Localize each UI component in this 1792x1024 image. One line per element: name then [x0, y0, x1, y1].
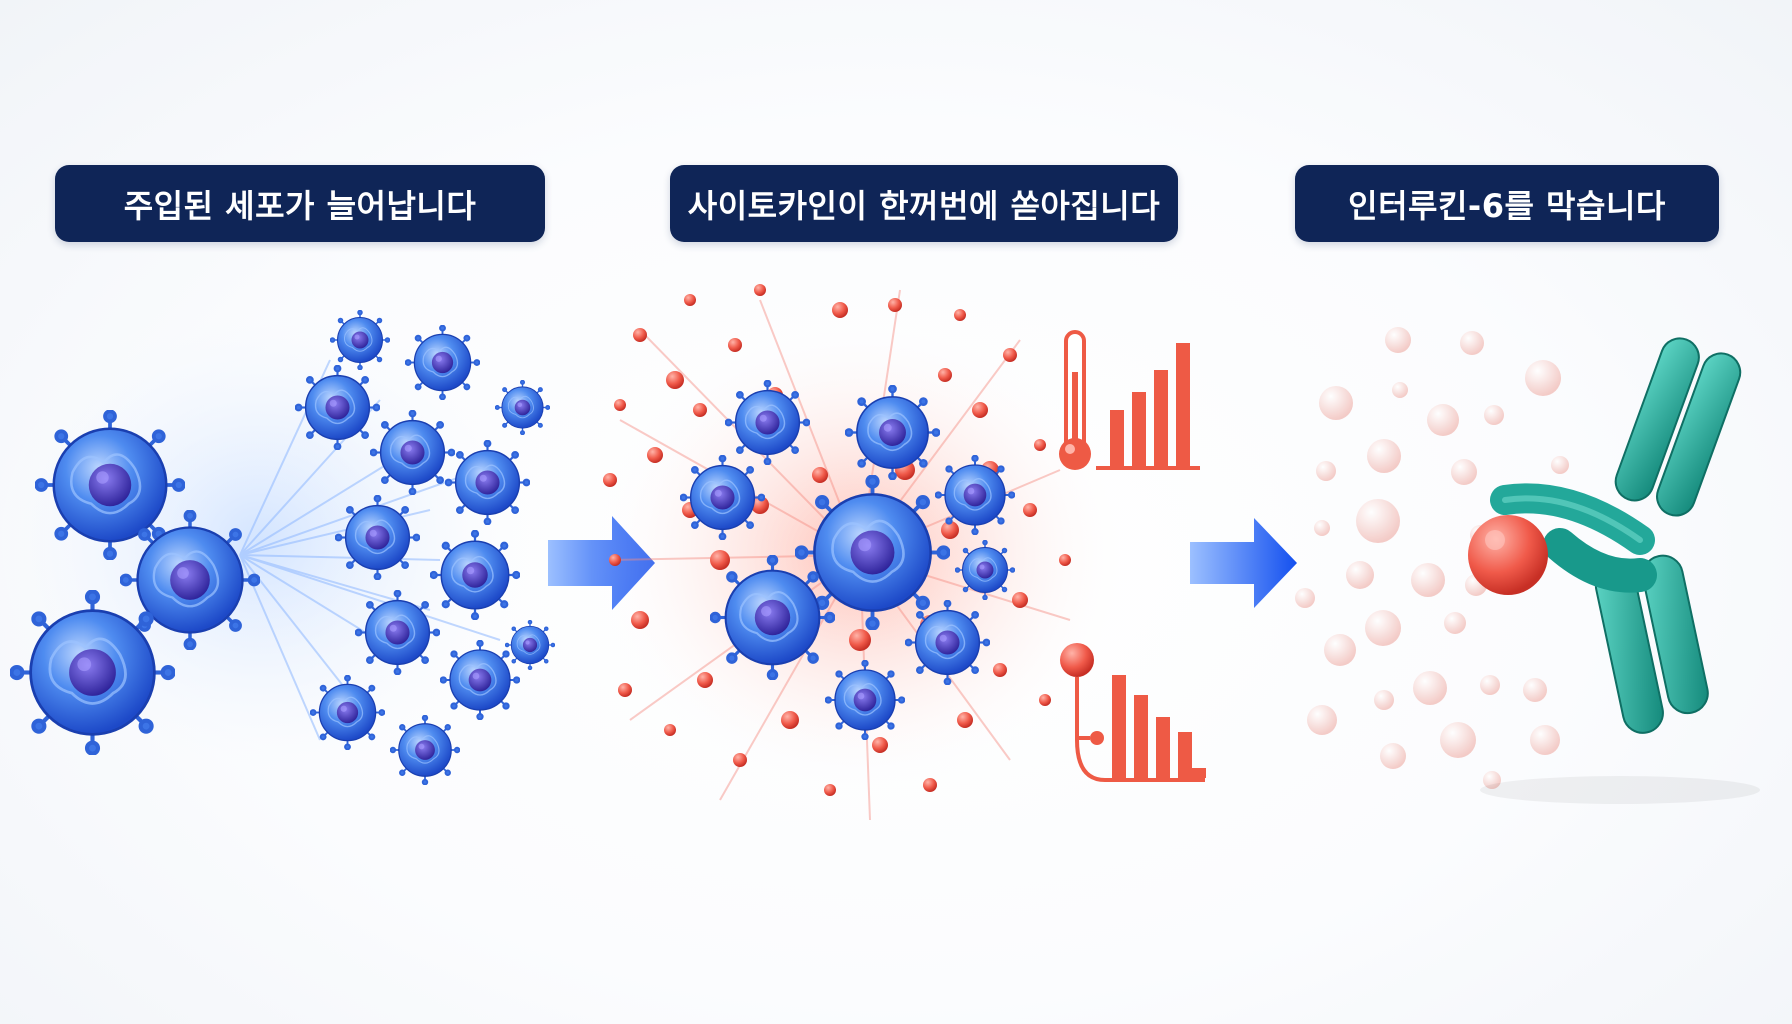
- cytokine-storm-icon: [590, 284, 1130, 821]
- step-1-label: 주입된 세포가 늘어납니다: [55, 165, 545, 242]
- step-2-label: 사이토카인이 한꺼번에 쏟아집니다: [670, 165, 1178, 242]
- rising-bar-chart-icon: [1096, 343, 1200, 470]
- thermometer-icon: [1059, 330, 1091, 470]
- step-3-label: 인터루킨-6를 막습니다: [1295, 165, 1719, 242]
- arrow-right-icon: [1190, 518, 1297, 608]
- blood-pressure-icon: [1060, 643, 1205, 782]
- antibody-icon: [1468, 337, 1760, 804]
- expanding-cells-icon: [0, 280, 555, 800]
- falling-bar-chart-icon: [1112, 675, 1206, 778]
